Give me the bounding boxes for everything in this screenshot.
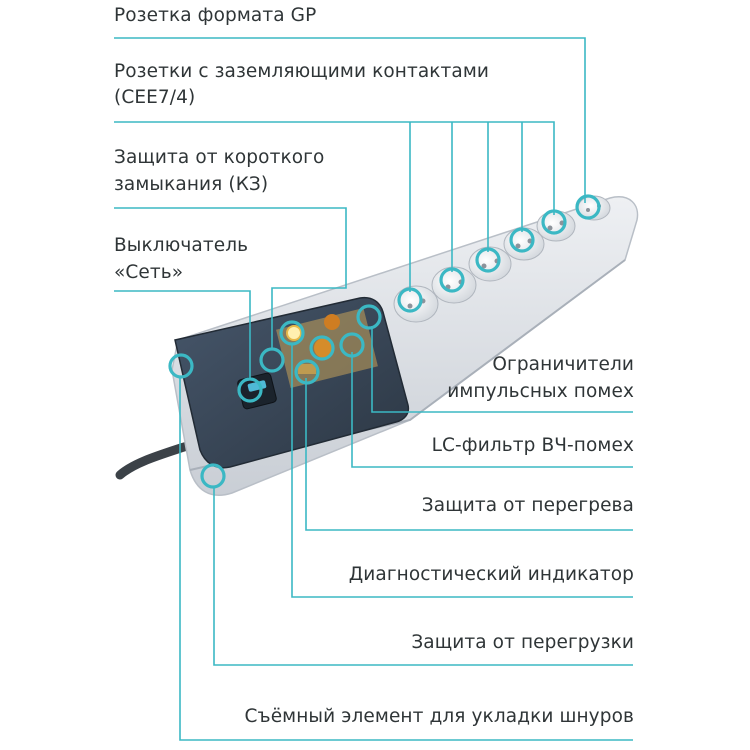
label-short-circuit-1: Защита от короткого	[114, 147, 325, 168]
label-surge-1: Ограничители	[492, 354, 634, 375]
socket-1	[393, 285, 439, 323]
callout-diag	[291, 345, 633, 598]
socket-3	[468, 246, 512, 282]
diagnostic-led	[286, 325, 302, 341]
socket-2	[431, 266, 477, 304]
callout-surge	[371, 326, 633, 413]
ring-cord	[168, 353, 194, 379]
label-cord-element: Съёмный элемент для укладки шнуров	[244, 706, 634, 727]
ring-short-circuit	[259, 347, 285, 373]
socket-4	[503, 227, 545, 261]
label-switch-1: Выключатель	[114, 235, 249, 256]
callout-lines	[114, 37, 633, 741]
ring-socket-3	[475, 247, 501, 273]
callout-rings	[168, 194, 601, 489]
callout-gp-socket	[114, 37, 586, 203]
label-diag-indicator: Диагностический индикатор	[348, 564, 634, 585]
ring-switch	[237, 377, 263, 403]
thermal-fuse	[298, 364, 316, 374]
label-switch-2: «Сеть»	[114, 262, 184, 283]
label-surge-2: импульсных помех	[447, 381, 634, 402]
ring-overheat	[294, 359, 320, 385]
ring-socket-2	[439, 267, 465, 293]
ring-overload	[200, 463, 226, 489]
callout-lc-filter	[351, 352, 633, 468]
lc-choke	[314, 338, 334, 358]
ring-surge	[356, 304, 382, 330]
ring-socket-4	[509, 227, 535, 253]
callout-short-circuit	[114, 207, 347, 348]
ring-socket-1	[397, 287, 423, 313]
callout-overheat	[305, 378, 633, 531]
varistor	[324, 314, 340, 330]
label-overload: Защита от перегрузки	[411, 632, 634, 653]
power-cord	[115, 440, 195, 480]
ring-diag	[279, 320, 305, 346]
ring-lc-filter	[339, 332, 365, 358]
label-short-circuit-2: замыкания (КЗ)	[114, 174, 269, 195]
callout-switch	[114, 290, 251, 378]
ring-socket-5	[541, 209, 567, 235]
label-grounded-sockets-1: Розетки с заземляющими контактами	[114, 61, 490, 82]
ring-gp-socket	[575, 194, 601, 220]
label-lc-filter: LC-фильтр ВЧ-помех	[431, 435, 634, 456]
callout-grounded-sockets	[114, 121, 555, 215]
callout-cord	[179, 376, 633, 741]
callout-overload	[213, 486, 633, 666]
label-overheat: Защита от перегрева	[421, 495, 634, 516]
ring-lc-extra	[309, 335, 335, 361]
label-grounded-sockets-2: (CEE7/4)	[114, 87, 196, 108]
label-gp-socket: Розетка формата GP	[114, 5, 317, 26]
